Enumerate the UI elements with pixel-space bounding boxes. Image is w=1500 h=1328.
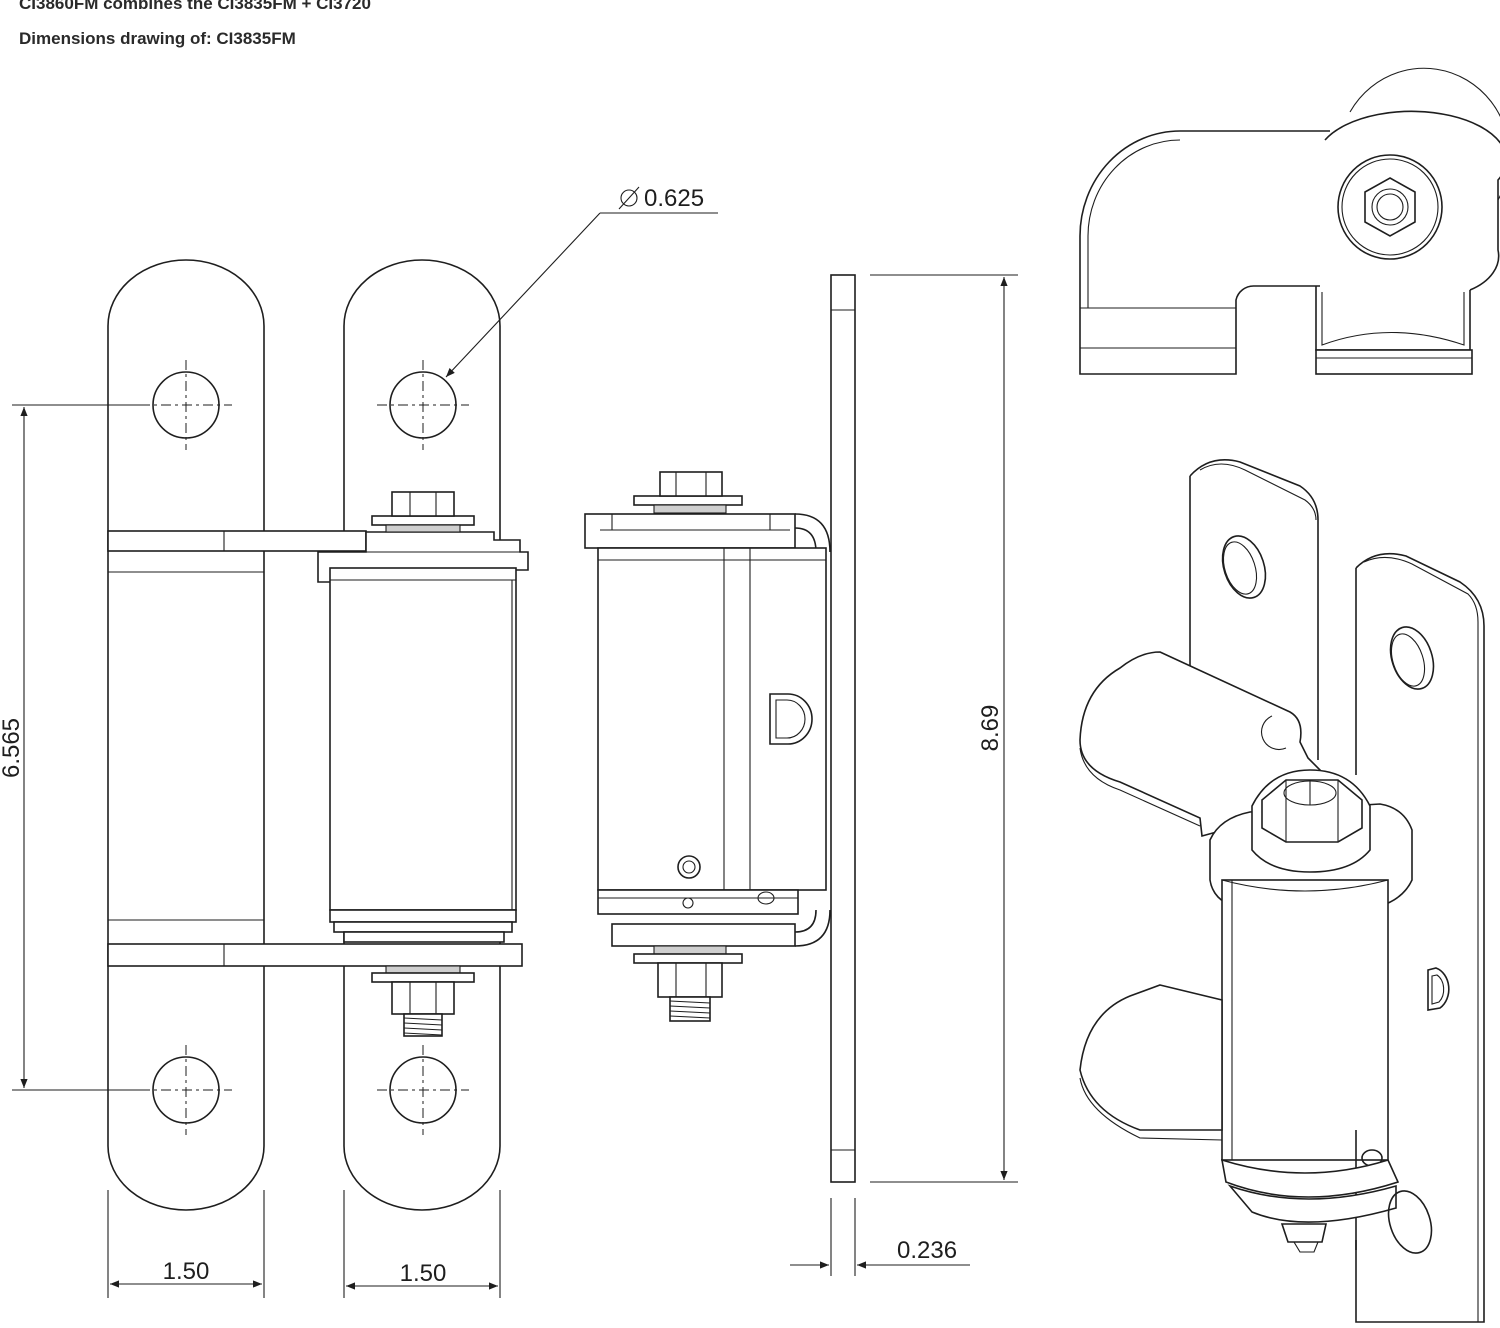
side-view — [584, 274, 856, 1183]
d-logo-icon — [769, 693, 813, 745]
dim-plate-thickness: 0.236 — [790, 1198, 970, 1276]
dim-leaf-width-left: 1.50 — [107, 1190, 265, 1298]
title-line-2: Dimensions drawing of: CI3835FM — [19, 29, 296, 48]
dim-leaf-width-right: 1.50 — [343, 1190, 501, 1298]
plate-thickness-value: 0.236 — [897, 1237, 957, 1264]
dim-overall-height: 8.69 — [870, 274, 1018, 1183]
hole-spacing-value: 6.565 — [0, 718, 25, 778]
left-leaf — [107, 259, 265, 1211]
hole-diameter-value: 0.625 — [644, 185, 704, 212]
hole-top-left — [140, 360, 232, 450]
top-view — [1079, 67, 1500, 375]
dim-hole-spacing: 6.565 — [0, 404, 150, 1091]
leaf-width-right-value: 1.50 — [400, 1260, 447, 1287]
hole-bottom-left — [140, 1045, 232, 1135]
overall-height-value: 8.69 — [977, 705, 1004, 752]
leaf-width-left-value: 1.50 — [163, 1258, 210, 1285]
hole-bottom-right — [377, 1045, 469, 1135]
isometric-view — [1079, 459, 1485, 1323]
right-leaf — [343, 259, 501, 1211]
mounting-plate — [830, 274, 856, 1183]
dim-hole-diameter: 0.625 — [445, 185, 718, 378]
hole-top-right — [377, 360, 469, 450]
d-logo-icon — [1427, 967, 1450, 1011]
title-line-1: CI3860FM combines the CI3835FM + CI3720 — [19, 0, 371, 13]
front-view — [107, 259, 529, 1211]
